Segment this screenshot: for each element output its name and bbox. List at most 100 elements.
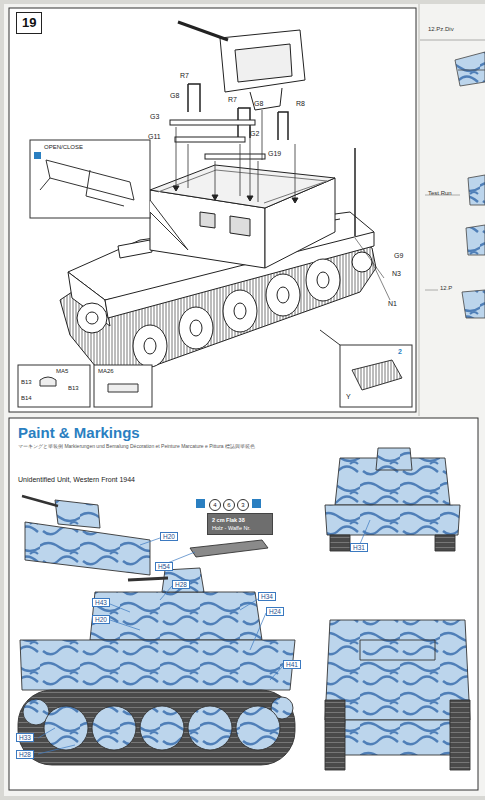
parts-exploded xyxy=(262,110,263,160)
camo-views xyxy=(25,522,150,575)
tank-hull xyxy=(190,320,202,336)
tank-hull xyxy=(352,252,372,272)
camo-views xyxy=(343,720,452,755)
part-label: 2 xyxy=(398,348,402,356)
leader-lines xyxy=(38,520,370,754)
parts-exploded xyxy=(354,148,356,236)
parts-exploded xyxy=(235,44,292,82)
camo-views xyxy=(188,706,232,750)
camo-views xyxy=(236,706,280,750)
tank-hull xyxy=(144,338,156,354)
parts-exploded xyxy=(178,22,228,40)
paint-callout: H28 xyxy=(172,580,190,589)
superstructure xyxy=(150,165,335,268)
camo-views xyxy=(90,592,262,640)
leader-lines xyxy=(38,520,370,754)
step-panel xyxy=(9,8,416,412)
camo-views xyxy=(190,540,268,557)
camo-views xyxy=(435,535,455,551)
camo-views xyxy=(162,568,204,592)
next-page-sketches xyxy=(420,40,485,318)
tank-hull xyxy=(317,272,329,288)
camo-views xyxy=(140,706,184,750)
part-label: B13 xyxy=(68,385,79,392)
camo-views xyxy=(325,700,345,770)
part-label: MA26 xyxy=(98,368,114,375)
inset-bubbles xyxy=(320,330,340,345)
tank-hull xyxy=(77,303,107,333)
icon-number: 3 xyxy=(237,499,249,511)
parts-exploded xyxy=(170,120,255,125)
paint-callout: H34 xyxy=(258,592,276,601)
camo-views xyxy=(18,448,470,770)
parts-exploded xyxy=(176,127,295,202)
camo-views xyxy=(22,496,58,506)
camo-views xyxy=(330,535,350,551)
parts-exploded xyxy=(175,137,245,142)
page-note: Test Run xyxy=(428,190,452,197)
part-label: 19 xyxy=(22,16,36,30)
camo-views xyxy=(196,499,205,508)
callout-number: N3 xyxy=(392,270,401,278)
paint-callout: H41 xyxy=(283,660,301,669)
next-page-sketches xyxy=(462,290,485,318)
unit-name: Unidentified Unit, Western Front 1944 xyxy=(18,476,135,484)
superstructure xyxy=(200,212,250,236)
tank-hull xyxy=(277,287,289,303)
parts-exploded xyxy=(188,84,200,112)
part-label: 2 cm Flak 38 xyxy=(212,517,245,523)
part-label: B14 xyxy=(21,395,32,402)
page-ground xyxy=(420,4,485,416)
inset-bubbles xyxy=(150,200,188,250)
callout-number: R7 xyxy=(228,96,237,104)
inset-bubbles xyxy=(18,140,412,407)
callout-number: G8 xyxy=(170,92,179,100)
camo-views xyxy=(325,620,470,720)
camo-views xyxy=(20,640,295,690)
step-panel xyxy=(9,418,478,790)
subtitle: マーキングと塗装例 Markierungen und Bemalung Déco… xyxy=(18,444,255,450)
next-page-sketches xyxy=(420,40,485,290)
camo-views xyxy=(252,499,261,508)
next-page-sketches xyxy=(458,70,485,71)
tank-hull xyxy=(118,240,152,258)
tank-hull xyxy=(223,290,257,332)
paint-callout: H31 xyxy=(350,543,368,552)
callout-number: R7 xyxy=(180,72,189,80)
part-label: Y xyxy=(346,393,351,401)
parts-exploded xyxy=(173,186,298,203)
parts-exploded xyxy=(250,88,282,110)
part-label: OPEN/CLOSE xyxy=(44,144,83,151)
tank-hull xyxy=(86,312,98,324)
paint-callout: H33 xyxy=(16,733,34,742)
callout-number: N1 xyxy=(388,300,397,308)
next-page-sketches xyxy=(466,225,485,255)
camo-views xyxy=(92,706,136,750)
parts-exploded xyxy=(205,154,265,159)
callout-number: G3 xyxy=(150,113,159,121)
inset-bubbles xyxy=(352,360,402,390)
track-inset: 2Y xyxy=(340,345,412,407)
inset-bubbles xyxy=(34,152,41,159)
callout-number: G2 xyxy=(250,130,259,138)
callout-number: G9 xyxy=(394,252,403,260)
inset-bubbles xyxy=(30,140,150,218)
tank-hull xyxy=(266,274,300,316)
camo-views xyxy=(128,578,168,580)
camo-views xyxy=(18,690,295,765)
callout-number: G8 xyxy=(254,100,263,108)
open-close-inset: OPEN/CLOSE xyxy=(30,140,150,218)
step-panel xyxy=(9,8,478,790)
paint-callout: H20 xyxy=(92,615,110,624)
parts-exploded xyxy=(220,30,305,92)
callout-number: R8 xyxy=(296,100,305,108)
part-label: B13 xyxy=(21,379,32,386)
part-label: MA5 xyxy=(56,368,68,375)
camo-views xyxy=(376,448,412,470)
next-page-sketches xyxy=(468,175,485,205)
inset-bubbles xyxy=(40,170,124,206)
paint-callout: H24 xyxy=(266,607,284,616)
parts-exploded xyxy=(278,112,288,140)
